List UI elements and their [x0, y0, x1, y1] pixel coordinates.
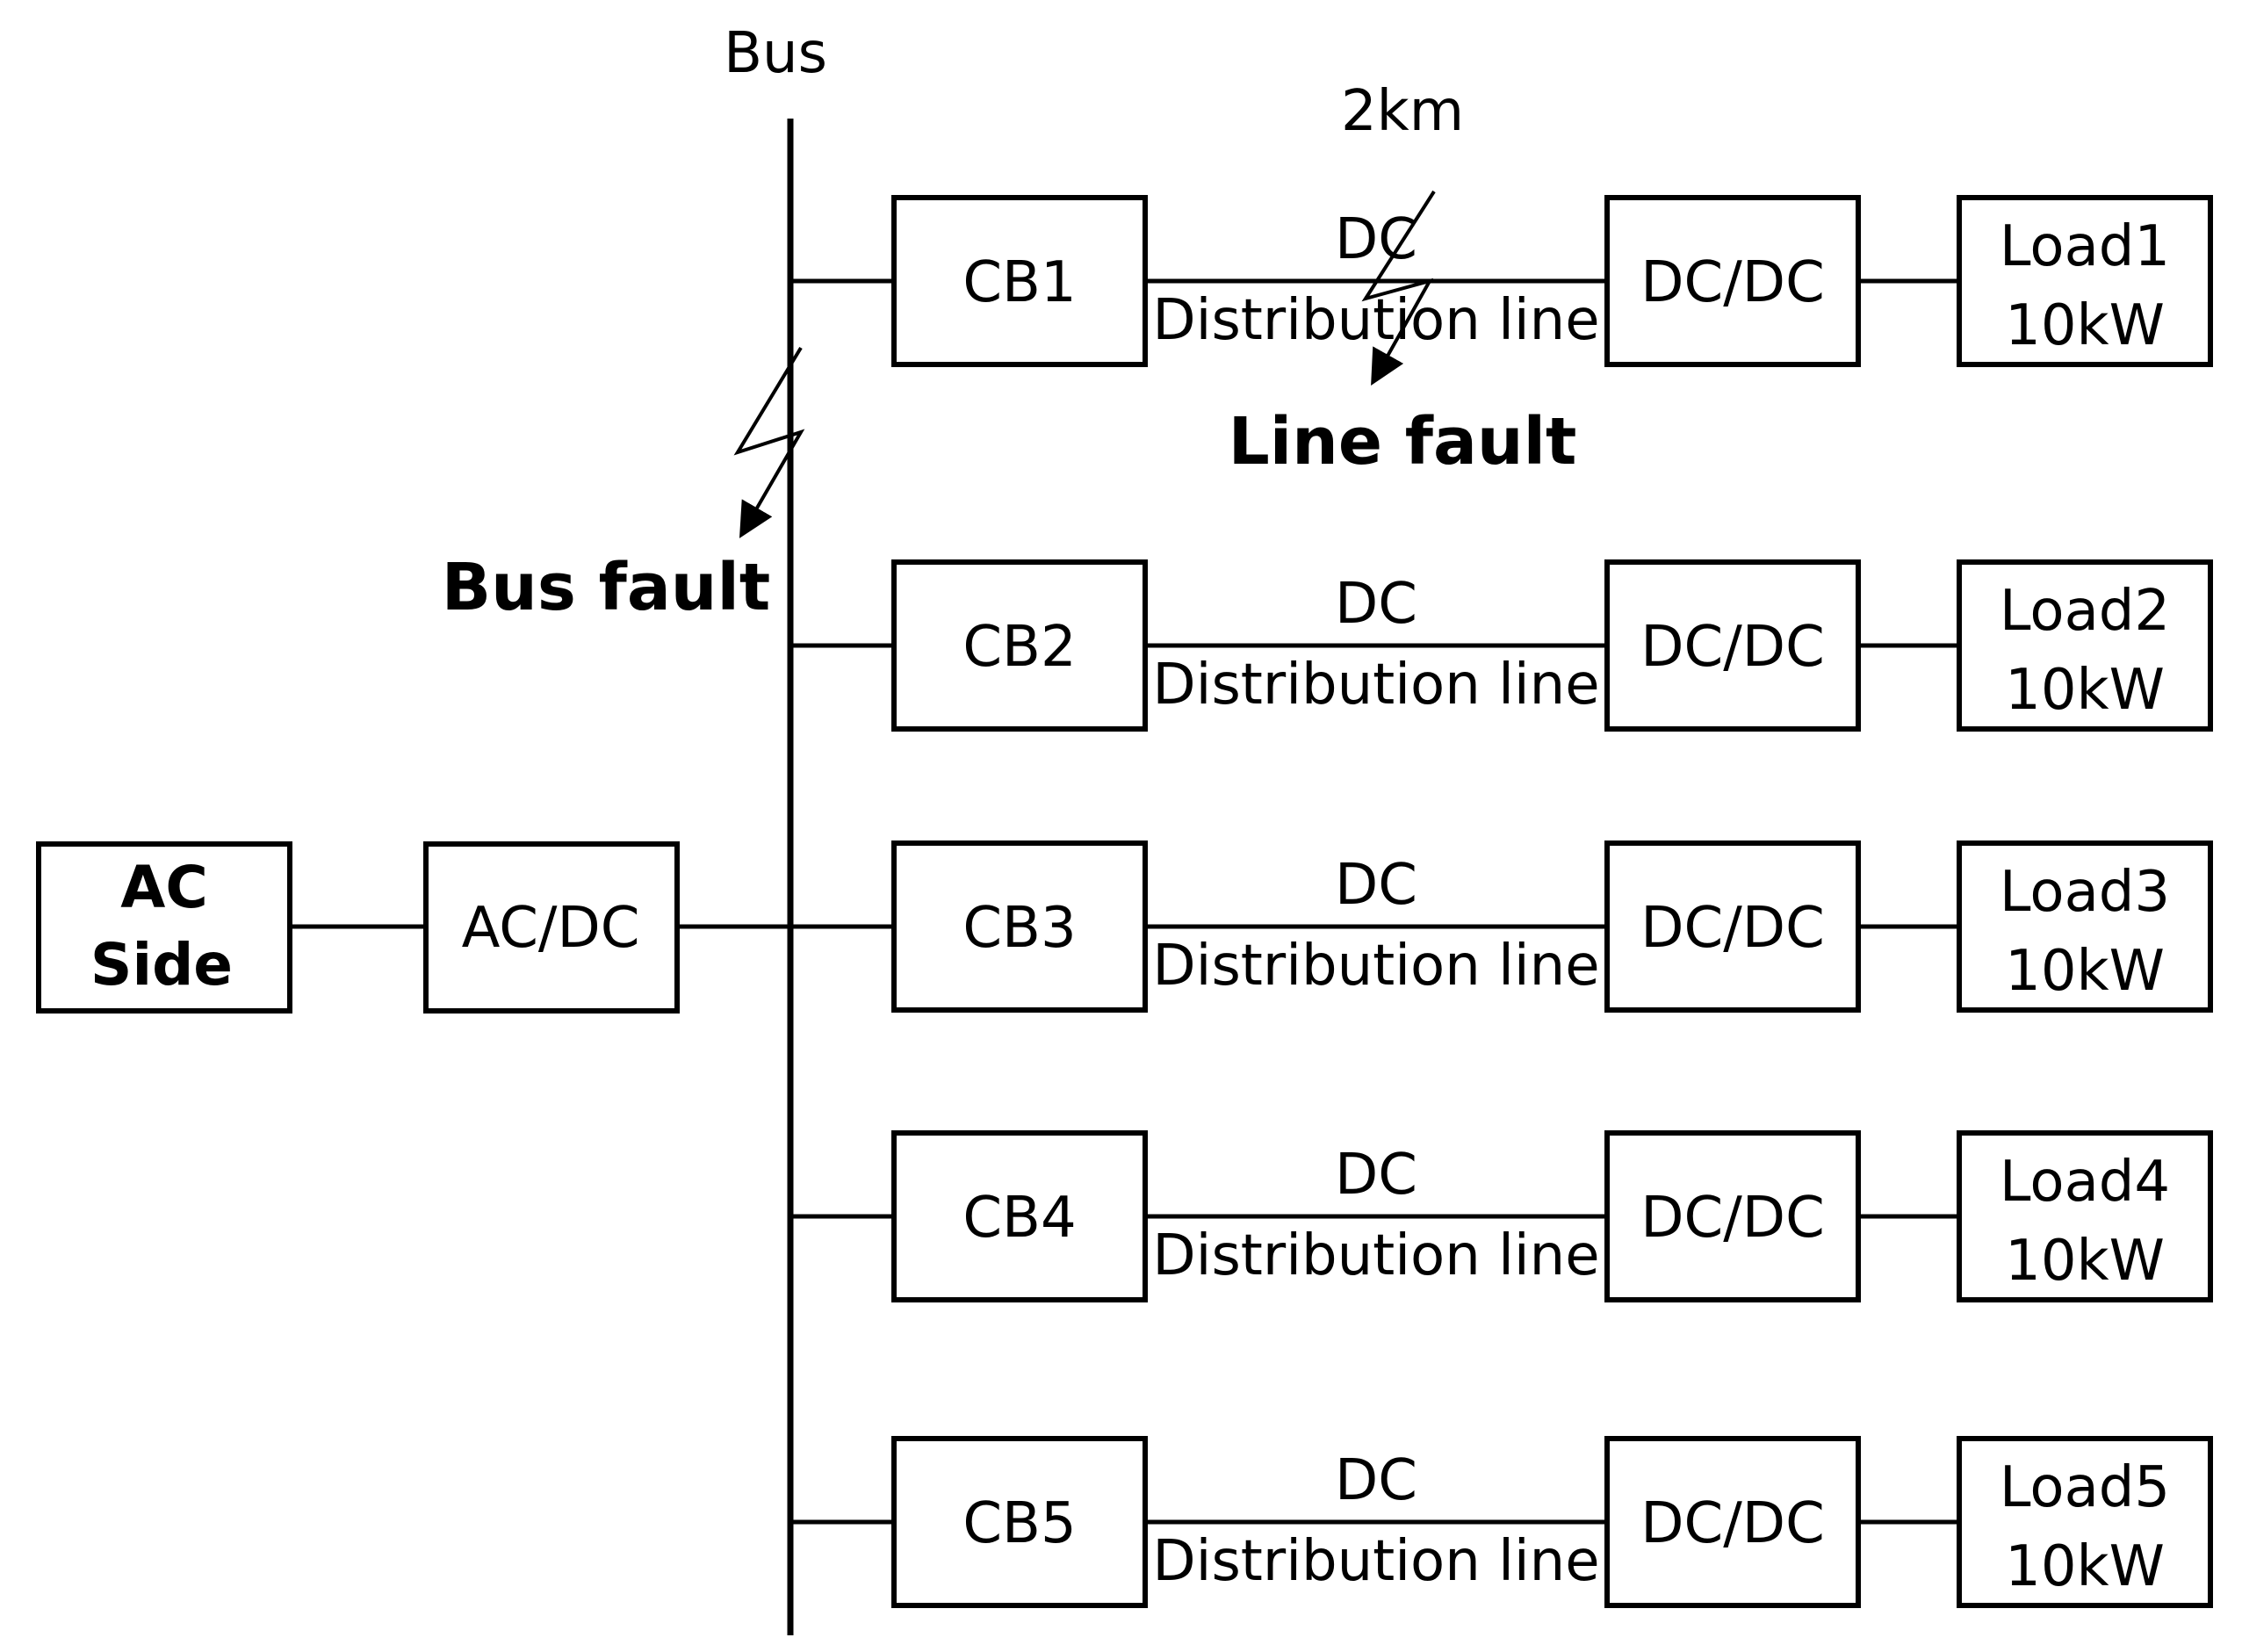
load-power-3: 10kW	[2005, 939, 2165, 1004]
load-box-2	[1957, 559, 2213, 732]
load-name-2: Load2	[2000, 579, 2170, 644]
bus-label: Bus	[724, 21, 827, 86]
dcdc-converter-label-2: DC/DC	[1640, 615, 1825, 680]
dcdc-converter-label-4: DC/DC	[1640, 1186, 1825, 1251]
load-power-2: 10kW	[2005, 658, 2165, 723]
dcdc-converter-box-2	[1604, 559, 1861, 732]
dcdc-converter-label-3: DC/DC	[1640, 896, 1825, 961]
load-name-1: Load1	[2000, 214, 2170, 279]
circuit-breaker-box-1	[891, 195, 1148, 367]
distribution-line-label-bottom-2: Distribution line	[1152, 653, 1599, 718]
dcdc-converter-label-1: DC/DC	[1640, 250, 1825, 315]
dcdc-converter-box-5	[1604, 1436, 1861, 1608]
distribution-line-label-top-3: DC	[1335, 853, 1417, 918]
circuit-breaker-label-2: CB2	[962, 615, 1076, 680]
distribution-line-label-top-4: DC	[1335, 1143, 1417, 1208]
bus-fault-label: Bus fault	[442, 550, 770, 625]
acdc-converter-box	[423, 841, 680, 1014]
bus-fault-lightning-icon	[733, 346, 805, 538]
line-fault-label: Line fault	[1229, 404, 1577, 480]
circuit-breaker-label-5: CB5	[962, 1491, 1076, 1556]
acdc-converter-label: AC/DC	[462, 896, 640, 961]
circuit-breaker-box-5	[891, 1436, 1148, 1608]
distribution-line-label-top-2: DC	[1335, 572, 1417, 637]
circuit-breaker-label-4: CB4	[962, 1186, 1076, 1251]
ac-side-label-line1: AC	[120, 854, 208, 921]
load-power-4: 10kW	[2005, 1229, 2165, 1294]
load-box-5	[1957, 1436, 2213, 1608]
distribution-line-label-top-5: DC	[1335, 1448, 1417, 1513]
circuit-breaker-label-1: CB1	[962, 250, 1076, 315]
load-name-4: Load4	[2000, 1150, 2170, 1215]
distribution-line-label-bottom-1: Distribution line	[1152, 288, 1599, 353]
circuit-breaker-box-2	[891, 559, 1148, 732]
load-box-4	[1957, 1130, 2213, 1302]
distribution-line-label-bottom-4: Distribution line	[1152, 1223, 1599, 1288]
load-power-1: 10kW	[2005, 293, 2165, 358]
load-box-3	[1957, 840, 2213, 1013]
load-name-5: Load5	[2000, 1455, 2170, 1520]
load-name-3: Load3	[2000, 860, 2170, 925]
distribution-line-label-bottom-3: Distribution line	[1152, 934, 1599, 999]
dcdc-converter-label-5: DC/DC	[1640, 1491, 1825, 1556]
circuit-breaker-box-4	[891, 1130, 1148, 1302]
dcdc-converter-box-3	[1604, 840, 1861, 1013]
ac-side-label-line2: Side	[90, 931, 233, 999]
load-box-1	[1957, 195, 2213, 367]
circuit-breaker-label-3: CB3	[962, 896, 1076, 961]
line-fault-lightning-icon	[1361, 190, 1436, 386]
distance-label: 2km	[1341, 79, 1464, 144]
distribution-line-label-bottom-5: Distribution line	[1152, 1529, 1599, 1594]
load-power-5: 10kW	[2005, 1534, 2165, 1599]
